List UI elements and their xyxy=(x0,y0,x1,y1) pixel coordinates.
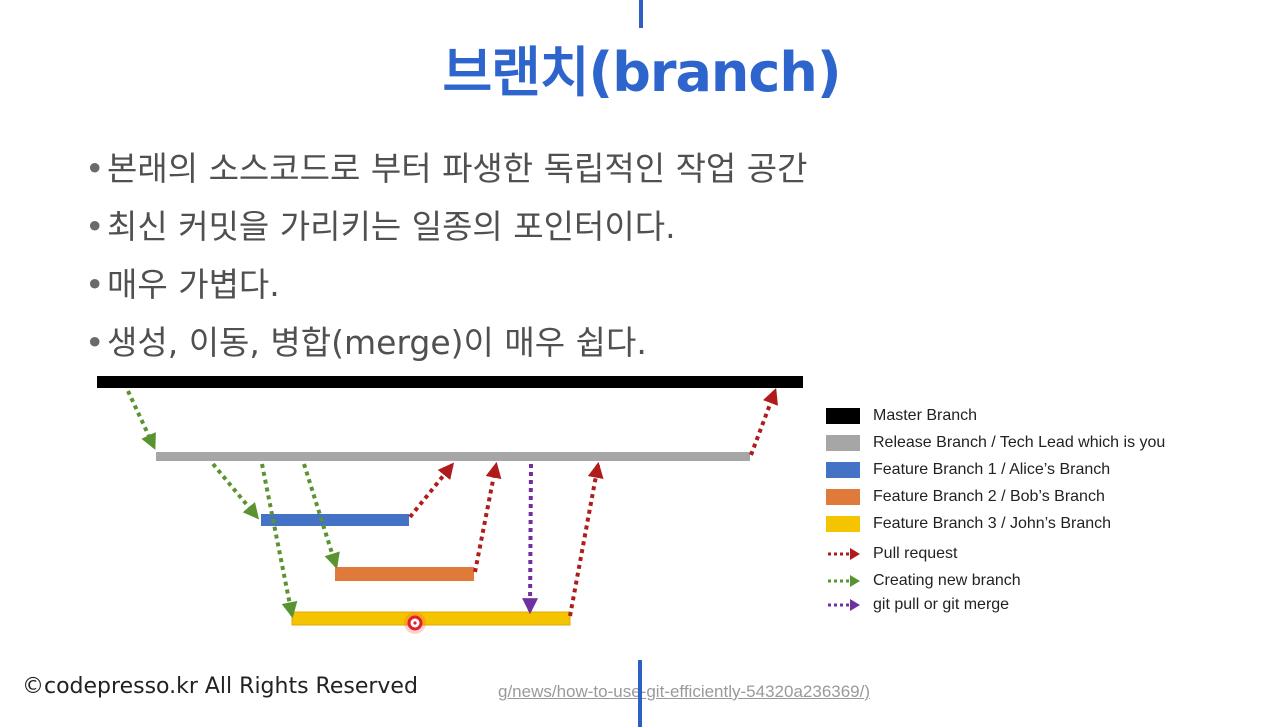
pointer-marker xyxy=(404,612,426,634)
legend-label: Feature Branch 2 / Bob’s Branch xyxy=(873,488,1105,505)
legend-swatch xyxy=(826,516,860,532)
legend-swatch xyxy=(826,435,860,451)
legend-swatch xyxy=(826,462,860,478)
pull-request-arrow xyxy=(568,461,604,617)
bullet-item: •매우 가볍다. xyxy=(85,256,808,314)
source-url-link[interactable]: g/news/how-to-use-git-efficiently-54320a… xyxy=(498,682,871,701)
legend-swatch xyxy=(826,408,860,424)
bullet-list: •본래의 소스코드로 부터 파생한 독립적인 작업 공간 •최신 커밋을 가리키… xyxy=(85,140,808,372)
create-branch-arrow xyxy=(260,463,298,619)
bullet-item: •본래의 소스코드로 부터 파생한 독립적인 작업 공간 xyxy=(85,140,808,198)
legend-label: Feature Branch 3 / John’s Branch xyxy=(873,515,1112,532)
legend-label: Release Branch / Tech Lead which is you xyxy=(873,434,1166,451)
bullet-text: 매우 가볍다. xyxy=(107,265,280,304)
feature-branch-1-bar xyxy=(261,514,409,526)
legend-label: Creating new branch xyxy=(873,572,1021,589)
red-dotted-arrow-icon xyxy=(828,548,860,560)
create-branch-arrow xyxy=(302,463,340,570)
create-branch-arrow xyxy=(211,462,260,520)
pull-request-arrow xyxy=(473,461,502,573)
legend-label: Pull request xyxy=(873,545,958,562)
legend-label: Feature Branch 1 / Alice’s Branch xyxy=(873,461,1111,478)
feature-branch-2-bar xyxy=(335,567,474,581)
legend-label: Master Branch xyxy=(873,407,978,424)
bullet-text: 최신 커밋을 가리키는 일종의 포인터이다. xyxy=(107,207,676,246)
legend-label: git pull or git merge xyxy=(873,596,1010,613)
feature-branch-3-bar xyxy=(291,611,571,626)
release-branch-bar xyxy=(156,452,750,461)
copyright-footer: ©codepresso.kr All Rights Reserved xyxy=(22,674,418,699)
bullet-text: 본래의 소스코드로 부터 파생한 독립적인 작업 공간 xyxy=(107,149,808,188)
legend-swatch xyxy=(826,489,860,505)
pull-request-arrow xyxy=(749,388,778,456)
bullet-dot: • xyxy=(85,323,105,362)
bottom-accent-rule xyxy=(638,660,642,727)
pull-request-arrow xyxy=(408,462,455,519)
create-branch-arrow xyxy=(126,390,156,450)
master-branch-bar xyxy=(97,376,803,388)
bullet-item: •생성, 이동, 병합(merge)이 매우 쉽다. xyxy=(85,314,808,372)
bullet-item: •최신 커밋을 가리키는 일종의 포인터이다. xyxy=(85,198,808,256)
git-pull-arrow xyxy=(522,463,539,615)
bullet-text: 생성, 이동, 병합(merge)이 매우 쉽다. xyxy=(107,323,647,362)
bullet-dot: • xyxy=(85,149,105,188)
top-accent-rule xyxy=(639,0,643,28)
slide-title: 브랜치(branch) xyxy=(442,41,841,104)
green-dotted-arrow-icon xyxy=(828,575,860,587)
purple-dotted-arrow-icon xyxy=(828,599,860,611)
bullet-dot: • xyxy=(85,265,105,304)
bullet-dot: • xyxy=(85,207,105,246)
